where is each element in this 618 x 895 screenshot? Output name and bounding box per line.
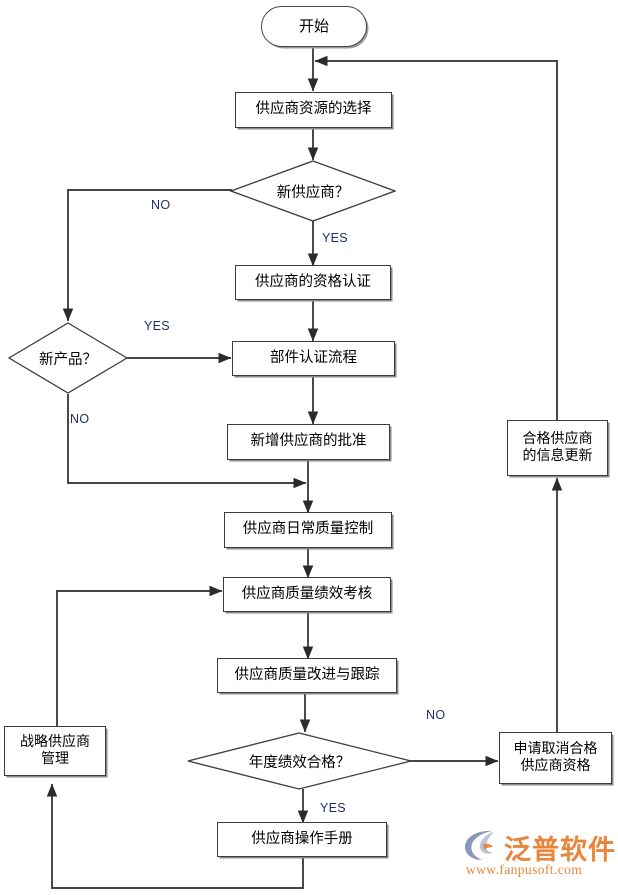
edge-label-newproduct-no: NO xyxy=(70,412,90,426)
node-supplier-operation-manual-label: 供应商操作手册 xyxy=(251,830,353,847)
node-is-new-supplier-label: 新供应商？ xyxy=(276,184,350,201)
node-supplier-operation-manual[interactable]: 供应商操作手册 xyxy=(217,822,387,857)
node-start[interactable]: 开始 xyxy=(261,6,367,47)
edge-label-annual-yes: YES xyxy=(320,801,346,815)
node-strategic-supplier-management-line2: 管理 xyxy=(41,751,69,767)
node-new-supplier-approval-label: 新增供应商的批准 xyxy=(250,433,367,450)
node-qualified-supplier-info-update-line1: 合格供应商 xyxy=(522,430,593,447)
node-quality-kpi-assessment[interactable]: 供应商质量绩效考核 xyxy=(223,577,391,612)
node-strategic-supplier-management-line1: 战略供应商 xyxy=(20,733,90,750)
node-supplier-resource-selection-label: 供应商资源的选择 xyxy=(255,101,372,118)
node-daily-quality-control-label: 供应商日常质量控制 xyxy=(242,521,374,538)
node-cancel-qualified-supplier-line2: 供应商资格 xyxy=(520,758,591,774)
edge-label-annual-no: NO xyxy=(426,708,446,722)
node-annual-performance-pass-label: 年度绩效合格？ xyxy=(248,754,351,771)
node-quality-improvement-tracking-label: 供应商质量改进与跟踪 xyxy=(234,666,380,683)
edge-label-newproduct-yes: YES xyxy=(144,319,170,333)
node-qualified-supplier-info-update[interactable]: 合格供应商 的信息更新 xyxy=(507,420,608,476)
node-supplier-qualification[interactable]: 供应商的资格认证 xyxy=(235,265,391,300)
fanpu-logo-icon xyxy=(465,830,493,860)
node-quality-improvement-tracking[interactable]: 供应商质量改进与跟踪 xyxy=(217,658,397,693)
node-part-certification-label: 部件认证流程 xyxy=(270,349,357,366)
node-annual-performance-pass[interactable]: 年度绩效合格？ xyxy=(187,732,412,790)
edge-label-isnew-yes: YES xyxy=(322,231,348,245)
edge-strategic-kpi xyxy=(56,585,223,728)
node-new-supplier-approval[interactable]: 新增供应商的批准 xyxy=(227,424,390,460)
watermark-brand: 泛普软件 xyxy=(504,835,616,866)
node-qualified-supplier-info-update-line2: 的信息更新 xyxy=(522,448,593,464)
node-start-label: 开始 xyxy=(298,17,329,36)
node-quality-kpi-assessment-label: 供应商质量绩效考核 xyxy=(241,585,373,602)
node-is-new-supplier[interactable]: 新供应商？ xyxy=(229,160,397,222)
node-cancel-qualified-supplier-line1: 申请取消合格 xyxy=(513,740,598,757)
node-daily-quality-control[interactable]: 供应商日常质量控制 xyxy=(224,512,392,548)
node-part-certification[interactable]: 部件认证流程 xyxy=(232,341,395,376)
node-cancel-qualified-supplier[interactable]: 申请取消合格 供应商资格 xyxy=(499,732,612,784)
watermark-url: www.fanpusoft.com xyxy=(466,862,583,877)
edge-label-isnew-no: NO xyxy=(151,198,171,212)
edge-isnew-newproduct xyxy=(62,189,232,322)
node-is-new-product-label: 新产品？ xyxy=(39,351,97,368)
node-is-new-product[interactable]: 新产品？ xyxy=(7,322,129,394)
node-strategic-supplier-management[interactable]: 战略供应商 管理 xyxy=(4,726,106,776)
node-supplier-qualification-label: 供应商的资格认证 xyxy=(255,273,371,290)
watermark: 泛普软件 www.fanpusoft.com xyxy=(462,826,615,888)
node-supplier-resource-selection[interactable]: 供应商资源的选择 xyxy=(235,92,392,128)
